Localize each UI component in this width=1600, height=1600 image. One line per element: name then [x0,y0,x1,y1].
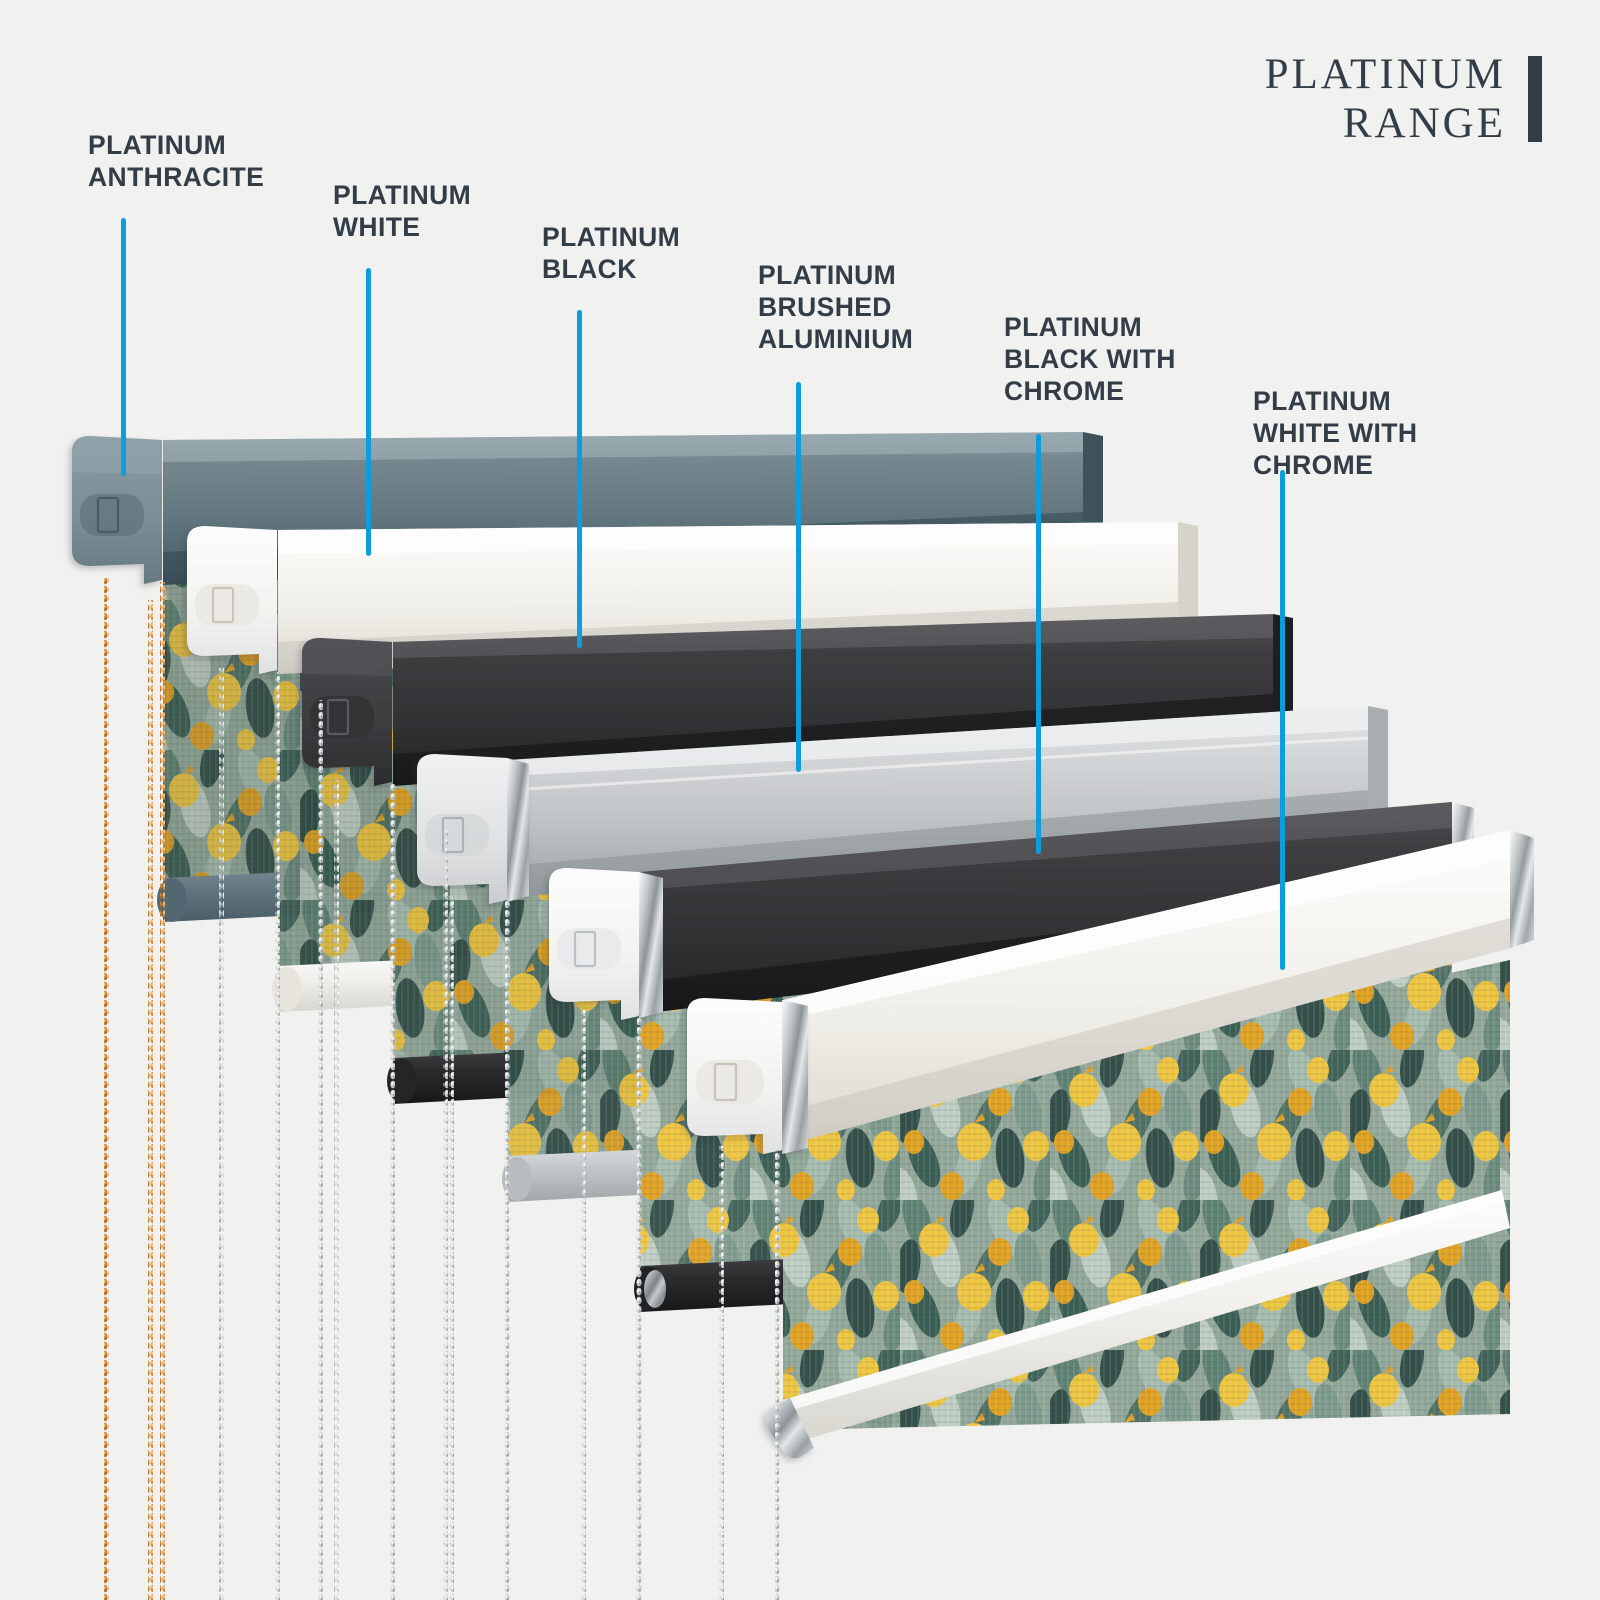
leader-line-white-chrome [1280,470,1285,970]
brand-accent-bar [1528,56,1542,142]
brand-line-2: RANGE [1342,100,1506,148]
callout-label-brushed-aluminium: PLATINUM BRUSHED ALUMINIUM [758,260,914,354]
callout-label-black: PLATINUM BLACK [542,222,681,284]
callout-label-white: PLATINUM WHITE [333,180,472,242]
bead-chains-extra [148,600,641,1600]
leader-line-black-chrome [1036,434,1041,854]
callout-label-white-chrome: PLATINUM WHITE WITH CHROME [1253,386,1418,480]
brand-line-1: PLATINUM [1264,51,1506,98]
leader-line-anthracite [121,218,126,476]
leader-line-black [577,310,582,648]
callout-label-anthracite: PLATINUM ANTHRACITE [88,130,265,192]
leader-line-brushed-aluminium [796,382,801,772]
leader-lines [121,218,1285,970]
brand-logo: PLATINUM RANGE [1265,50,1542,148]
callout-label-black-chrome: PLATINUM BLACK WITH CHROME [1004,312,1176,406]
leader-line-white [366,268,371,556]
blind-platinum-white-with-chrome [687,830,1534,1600]
